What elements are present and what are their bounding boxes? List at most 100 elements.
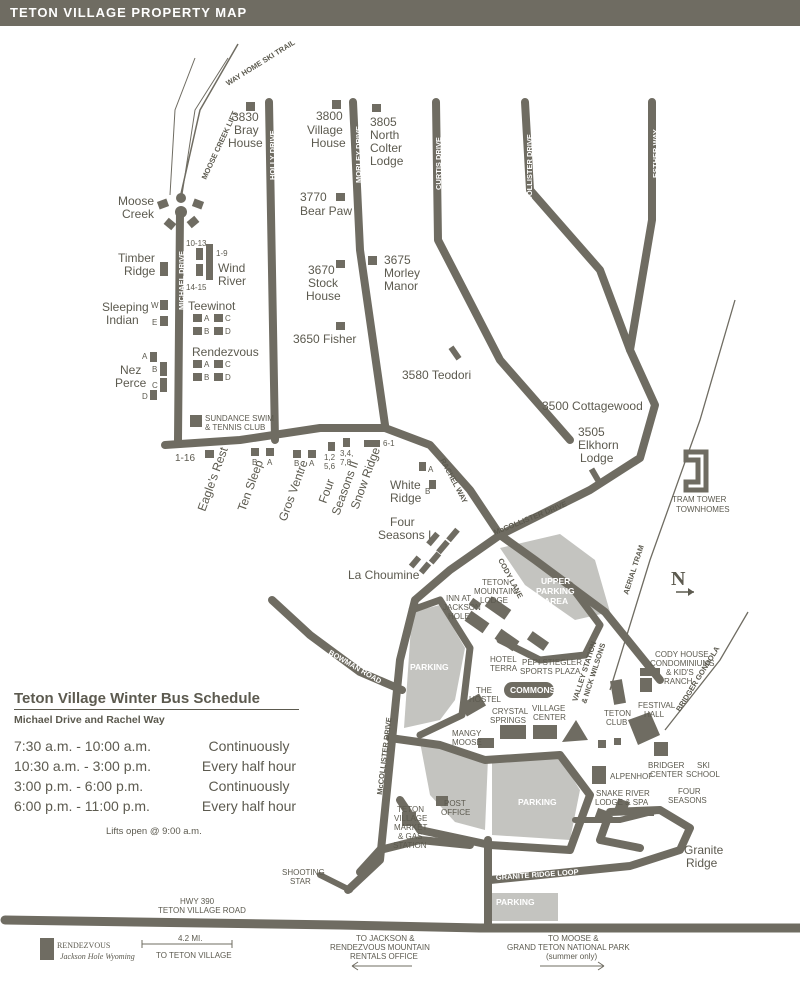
parking-lot-main[interactable]: [492, 758, 580, 840]
snow-ridge-building[interactable]: [364, 440, 380, 447]
pepi-stiegler-building[interactable]: [526, 631, 550, 651]
village-house-building[interactable]: [332, 100, 341, 109]
rendezvous-a[interactable]: [193, 360, 202, 368]
snake-river-building-2[interactable]: [614, 798, 630, 814]
bridger-small-1[interactable]: [598, 740, 606, 748]
teton-club-building[interactable]: [610, 679, 626, 705]
inn-at-jackson-hole-building[interactable]: [464, 610, 490, 634]
bridger-gondola[interactable]: [664, 611, 749, 731]
morley-drive[interactable]: [349, 98, 389, 429]
connector-west[interactable]: [356, 836, 474, 876]
way-home-ski-trail[interactable]: [179, 43, 239, 199]
hwy-390[interactable]: [0, 915, 800, 933]
alpenhof-building[interactable]: [592, 766, 606, 784]
white-ridge-b[interactable]: [429, 480, 436, 489]
post-office-building[interactable]: [436, 796, 448, 806]
nez-perce-b[interactable]: [160, 362, 167, 376]
snake-river-building-1[interactable]: [594, 807, 612, 823]
moose-creek-lift[interactable]: [181, 57, 229, 196]
village-center-building[interactable]: [533, 725, 557, 739]
sleeping-indian-label-1: Sleeping: [102, 300, 149, 314]
sundance-club-building[interactable]: [190, 415, 202, 427]
teodori-building[interactable]: [448, 345, 462, 361]
wind-river-building-3[interactable]: [206, 244, 213, 280]
bridger-small-3[interactable]: [654, 742, 668, 756]
teton-mountain-lodge-building[interactable]: [484, 596, 512, 620]
village-east-loop[interactable]: [496, 581, 604, 664]
four-seasons-ii-num-2: 3,4,: [340, 449, 353, 458]
eagles-rest-building[interactable]: [205, 450, 214, 458]
la-choumine-2[interactable]: [418, 561, 432, 575]
shooting-star-spur[interactable]: [317, 872, 353, 893]
four-seasons-i-1[interactable]: [426, 531, 440, 547]
bray-house-building[interactable]: [246, 102, 255, 111]
four-seasons-ii-2[interactable]: [343, 438, 350, 447]
mangy-moose-building[interactable]: [478, 738, 494, 748]
wind-river-building-1[interactable]: [196, 248, 203, 260]
rendezvous-c[interactable]: [214, 360, 223, 368]
teton-mtn-lodge-small[interactable]: [468, 597, 482, 611]
four-seasons-ii-1[interactable]: [328, 442, 335, 451]
fisher-building[interactable]: [336, 322, 345, 330]
parking-lot-south[interactable]: [492, 893, 558, 921]
valley-station-building[interactable]: [562, 720, 588, 742]
bridger-center-building[interactable]: [628, 712, 660, 745]
aerial-tram[interactable]: [609, 299, 736, 691]
market-building[interactable]: [402, 812, 416, 826]
timber-ridge-building[interactable]: [160, 262, 168, 276]
holly-drive[interactable]: [265, 98, 279, 444]
nez-perce-d[interactable]: [150, 390, 157, 400]
curtis-drive[interactable]: [432, 98, 574, 444]
parking-lot-west[interactable]: [404, 605, 465, 728]
la-choumine-3[interactable]: [428, 551, 442, 565]
crystal-springs-building[interactable]: [500, 725, 526, 739]
rendezvous-b[interactable]: [193, 373, 202, 381]
teewinot-b[interactable]: [193, 327, 202, 335]
to-moose-label-3: (summer only): [546, 952, 597, 961]
wind-river-building-2[interactable]: [196, 264, 203, 276]
teewinot-c[interactable]: [214, 314, 223, 322]
bowman-road[interactable]: [268, 596, 406, 694]
cody-house-building[interactable]: [640, 678, 652, 692]
parking-lot-southwest[interactable]: [420, 742, 488, 830]
way-home-trail-ext[interactable]: [169, 57, 196, 196]
village-inner-loop[interactable]: [408, 596, 474, 739]
four-seasons-i-2[interactable]: [436, 539, 450, 555]
commons-badge[interactable]: [504, 682, 554, 698]
festival-hall-building[interactable]: [640, 668, 660, 676]
teewinot-a-letter: A: [204, 314, 210, 323]
hostel-building[interactable]: [459, 693, 487, 717]
elkhorn-building[interactable]: [588, 467, 602, 483]
four-seasons-i-3[interactable]: [446, 527, 460, 543]
sleeping-indian-e[interactable]: [160, 316, 168, 326]
north-colter-name-2: Colter: [370, 141, 402, 155]
mccollister-drive-north[interactable]: [521, 98, 634, 354]
sleeping-indian-w[interactable]: [160, 300, 168, 310]
village-house-number: 3800: [316, 109, 343, 123]
white-ridge-a[interactable]: [419, 462, 426, 471]
hotel-terra-building[interactable]: [494, 628, 520, 652]
morley-manor-building[interactable]: [368, 256, 377, 265]
granite-ridge-loop[interactable]: [486, 806, 694, 884]
la-choumine-1[interactable]: [408, 555, 422, 569]
michael-drive[interactable]: [174, 208, 184, 444]
nez-perce-a[interactable]: [150, 352, 157, 362]
rendezvous-d[interactable]: [214, 373, 223, 381]
gros-ventre-b[interactable]: [293, 450, 301, 458]
ten-sleep-b[interactable]: [251, 448, 259, 456]
bridger-small-2[interactable]: [614, 738, 621, 745]
esther-way[interactable]: [496, 98, 659, 539]
village-south-loop[interactable]: [386, 734, 594, 854]
stock-house-building[interactable]: [336, 260, 345, 268]
teewinot-a[interactable]: [193, 314, 202, 322]
ten-sleep-a[interactable]: [266, 448, 274, 456]
north-colter-building[interactable]: [372, 104, 381, 112]
teewinot-d[interactable]: [214, 327, 223, 335]
four-seasons-c-building[interactable]: [640, 808, 654, 816]
gros-ventre-a[interactable]: [308, 450, 316, 458]
tram-tower-townhomes[interactable]: [683, 449, 709, 493]
bear-paw-building[interactable]: [336, 193, 345, 201]
rendezvous-c-letter: C: [225, 360, 231, 369]
nez-perce-c[interactable]: [160, 378, 167, 392]
